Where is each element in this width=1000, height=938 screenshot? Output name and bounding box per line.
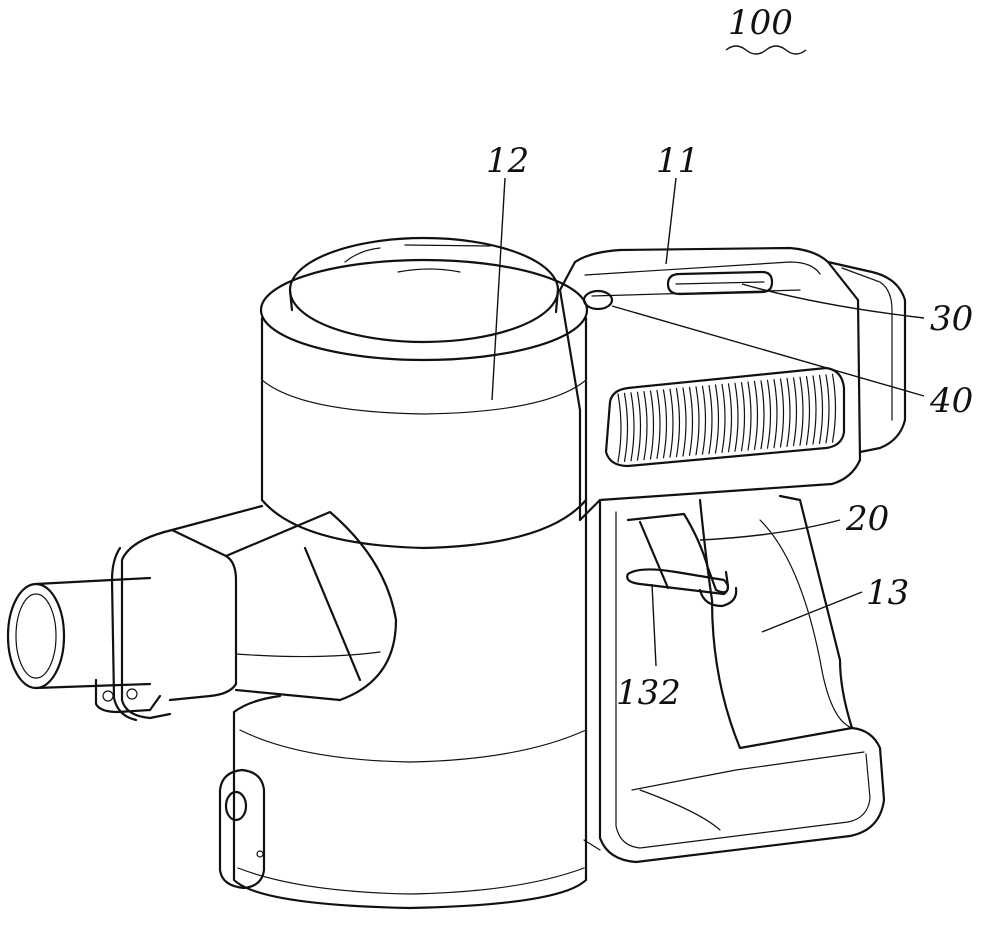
label-12: 12 xyxy=(486,141,529,181)
inlet-nozzle xyxy=(6,504,398,722)
grille-rib xyxy=(799,376,804,446)
grille-rib xyxy=(643,391,648,461)
grille-rib xyxy=(825,374,830,444)
label-20: 20 xyxy=(845,499,889,539)
grille-rib xyxy=(727,383,733,453)
leader-11 xyxy=(665,177,677,265)
grille-rib xyxy=(721,383,726,453)
trigger xyxy=(626,512,738,608)
grille-rib xyxy=(675,388,681,458)
leader-20 xyxy=(699,519,841,541)
motor-housing xyxy=(558,246,907,522)
grille-rib xyxy=(714,384,720,454)
grille-rib xyxy=(617,393,622,463)
grille-rib xyxy=(805,376,811,446)
leader-30 xyxy=(741,283,925,319)
label-100: 100 xyxy=(728,3,793,43)
label-13: 13 xyxy=(866,573,909,613)
grille-rib xyxy=(662,389,668,459)
label-11: 11 xyxy=(656,141,699,181)
label-30: 30 xyxy=(930,299,973,339)
grille-rib xyxy=(740,382,746,452)
power-button xyxy=(582,289,614,311)
grille-rib xyxy=(747,381,752,451)
leader-132 xyxy=(651,583,657,667)
grille-rib xyxy=(812,375,817,445)
grille-rib xyxy=(688,386,694,456)
grille-rib xyxy=(753,380,759,450)
grille-rib xyxy=(766,379,772,449)
grille-rib xyxy=(701,385,707,455)
grille-rib xyxy=(760,380,765,450)
vent-grille xyxy=(604,366,846,468)
grille-rib xyxy=(630,392,635,462)
label-100-tilde xyxy=(725,45,807,55)
grille-rib xyxy=(636,391,642,461)
grille-rib xyxy=(831,373,837,443)
label-132: 132 xyxy=(616,673,681,713)
grille-rib xyxy=(649,390,655,460)
grille-rib xyxy=(786,377,791,447)
label-40: 40 xyxy=(929,381,973,421)
lid-latch xyxy=(397,268,461,273)
grille-rib xyxy=(656,389,661,459)
grille-rib xyxy=(792,377,798,447)
leader-12 xyxy=(491,177,506,401)
grille-rib xyxy=(682,387,687,457)
leader-13 xyxy=(761,591,863,633)
dust-cup xyxy=(218,236,589,910)
grille-rib xyxy=(695,386,700,456)
leader-40 xyxy=(611,305,925,397)
grille-rib xyxy=(669,388,674,458)
display-slot xyxy=(666,270,774,296)
grille-rib xyxy=(779,378,785,448)
grille-rib xyxy=(708,385,713,455)
grille-rib xyxy=(734,382,739,452)
grille-rib xyxy=(773,379,778,449)
grille-rib xyxy=(818,374,824,444)
grille-rib xyxy=(623,392,629,462)
